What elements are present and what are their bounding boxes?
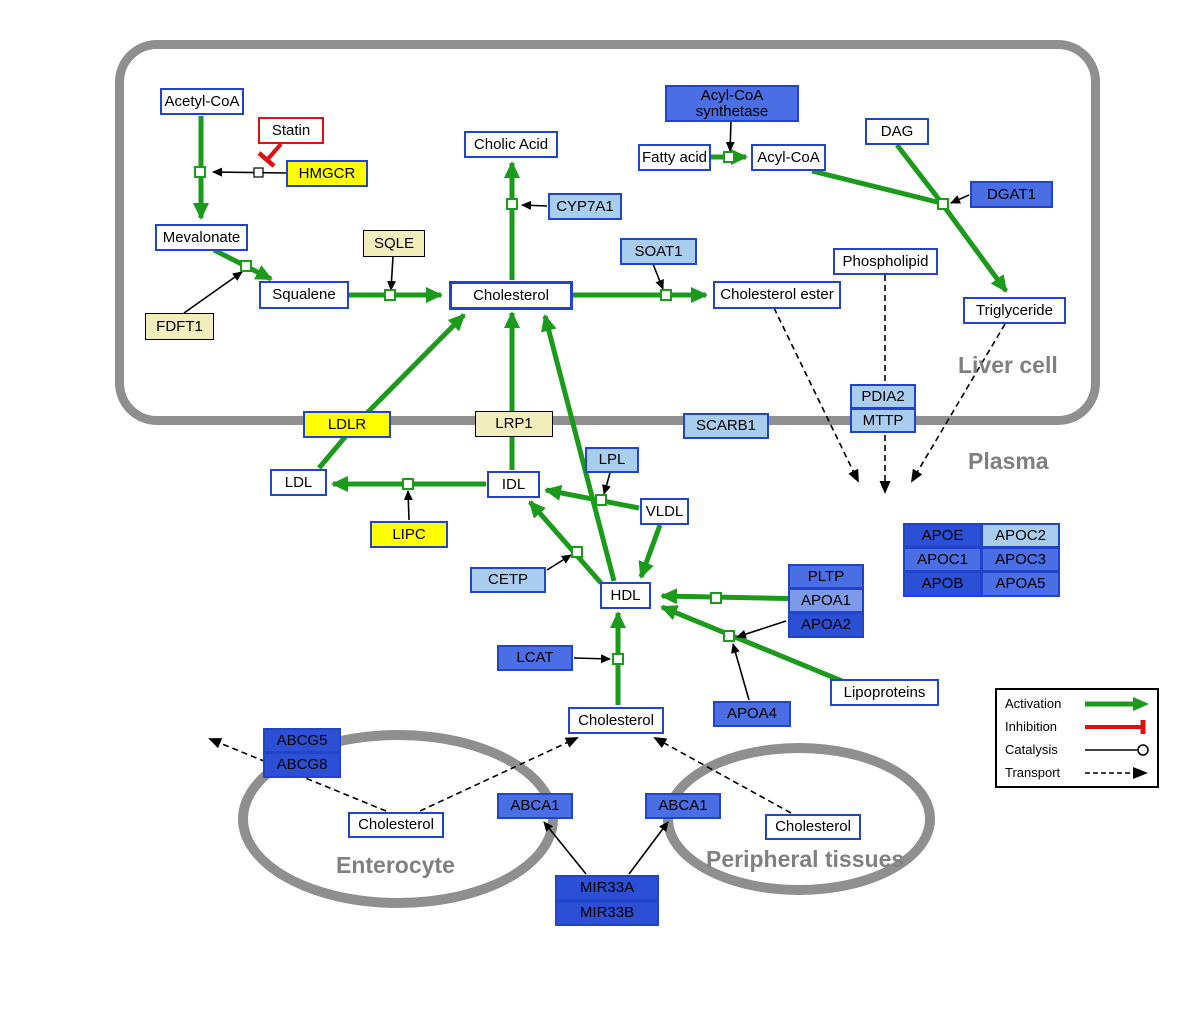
catalysis-circle-icon	[1085, 743, 1149, 756]
node-cholesterol-plasma[interactable]: Cholesterol	[568, 707, 664, 734]
catalysis-edges	[183, 120, 970, 875]
enterocyte-membrane	[238, 730, 558, 908]
legend-row-catalysis: Catalysis	[997, 738, 1157, 761]
node-abca1-right[interactable]: ABCA1	[645, 793, 721, 819]
node-idl[interactable]: IDL	[487, 471, 540, 498]
node-pltp[interactable]: PLTP	[788, 564, 864, 589]
node-hdl[interactable]: HDL	[600, 582, 651, 609]
node-cholesterol-peripheral[interactable]: Cholesterol	[765, 814, 861, 840]
peripheral-tissues-membrane	[663, 743, 935, 895]
node-dgat1[interactable]: DGAT1	[970, 181, 1053, 208]
transport-dashed-arrow-icon	[1085, 766, 1148, 779]
node-cetp[interactable]: CETP	[470, 567, 546, 593]
node-abca1-left[interactable]: ABCA1	[497, 793, 573, 819]
node-acyl-coa[interactable]: Acyl-CoA	[751, 144, 826, 171]
legend-activation-label: Activation	[1005, 696, 1062, 711]
node-dag[interactable]: DAG	[865, 118, 929, 145]
inhibition-tee-icon	[1085, 719, 1146, 734]
node-mttp[interactable]: MTTP	[850, 408, 916, 433]
liver-cell-membrane	[115, 40, 1100, 425]
node-fdft1[interactable]: FDFT1	[145, 313, 214, 340]
node-abcg5[interactable]: ABCG5	[263, 728, 341, 753]
activation-arrow-icon	[1085, 696, 1149, 711]
legend-catalysis-label: Catalysis	[1005, 742, 1058, 757]
liver-cell-label: Liver cell	[958, 352, 1058, 378]
node-abcg8[interactable]: ABCG8	[263, 752, 341, 778]
node-apoc3[interactable]: APOC3	[981, 547, 1060, 572]
node-phospholipid[interactable]: Phospholipid	[833, 248, 938, 275]
node-triglyceride[interactable]: Triglyceride	[963, 297, 1066, 324]
legend-transport-label: Transport	[1005, 765, 1061, 780]
node-apoc1[interactable]: APOC1	[903, 547, 982, 572]
node-hmgcr[interactable]: HMGCR	[286, 160, 368, 187]
node-mir33b[interactable]: MIR33B	[555, 900, 659, 926]
legend: Activation Inhibition Catalysis Transpor…	[995, 688, 1159, 788]
node-apoa1[interactable]: APOA1	[788, 588, 864, 613]
node-apoa5[interactable]: APOA5	[981, 571, 1060, 597]
node-apoe[interactable]: APOE	[903, 523, 982, 548]
node-acyl-coa-synthetase[interactable]: Acyl-CoA synthetase	[665, 85, 799, 122]
transport-edges	[208, 275, 1006, 814]
node-mir33a[interactable]: MIR33A	[555, 875, 659, 901]
node-cholic-acid[interactable]: Cholic Acid	[464, 131, 558, 158]
peripheral-tissues-label: Peripheral tissues	[706, 846, 905, 872]
node-cholesterol-ester[interactable]: Cholesterol ester	[713, 281, 841, 309]
inhibition-edge	[257, 142, 283, 168]
node-lipc[interactable]: LIPC	[370, 521, 448, 548]
legend-row-transport: Transport	[997, 761, 1157, 784]
legend-inhibition-label: Inhibition	[1005, 719, 1058, 734]
node-lrp1[interactable]: LRP1	[475, 411, 553, 437]
node-fatty-acid[interactable]: Fatty acid	[638, 144, 711, 171]
node-statin[interactable]: Statin	[258, 117, 324, 144]
enterocyte-label: Enterocyte	[336, 852, 455, 878]
node-cholesterol-enterocyte[interactable]: Cholesterol	[348, 812, 444, 838]
reaction-nodes	[194, 151, 949, 665]
node-cyp7a1[interactable]: CYP7A1	[548, 193, 622, 220]
legend-row-activation: Activation	[997, 692, 1157, 715]
node-lcat[interactable]: LCAT	[497, 645, 573, 671]
node-acetyl-coa[interactable]: Acetyl-CoA	[160, 88, 244, 115]
node-ldl[interactable]: LDL	[270, 469, 327, 496]
node-apoa4[interactable]: APOA4	[713, 701, 791, 727]
node-pdia2[interactable]: PDIA2	[850, 384, 916, 409]
node-soat1[interactable]: SOAT1	[620, 238, 697, 265]
node-apoa2[interactable]: APOA2	[788, 612, 864, 638]
node-lpl[interactable]: LPL	[585, 447, 639, 473]
node-cholesterol-liver[interactable]: Cholesterol	[449, 281, 573, 310]
node-scarb1[interactable]: SCARB1	[683, 413, 769, 439]
node-ldlr[interactable]: LDLR	[303, 411, 391, 438]
node-mevalonate[interactable]: Mevalonate	[155, 224, 248, 251]
node-apoc2[interactable]: APOC2	[981, 523, 1060, 548]
plasma-label: Plasma	[968, 448, 1049, 474]
node-lipoproteins[interactable]: Lipoproteins	[830, 679, 939, 706]
legend-row-inhibition: Inhibition	[997, 715, 1157, 738]
node-apob[interactable]: APOB	[903, 571, 982, 597]
node-sqle[interactable]: SQLE	[363, 230, 425, 257]
node-vldl[interactable]: VLDL	[640, 498, 689, 525]
node-squalene[interactable]: Squalene	[259, 281, 349, 309]
